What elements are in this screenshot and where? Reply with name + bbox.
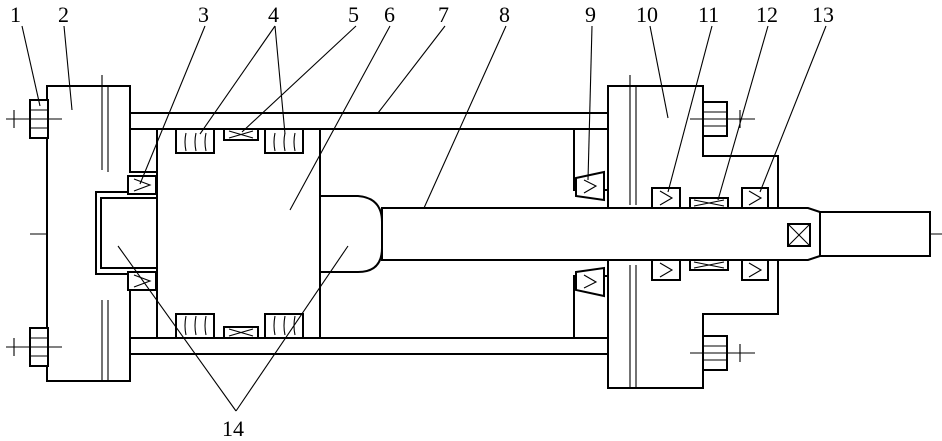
callout-8: 8 bbox=[499, 2, 510, 27]
front-cushion-seal-top bbox=[575, 170, 605, 202]
piston-seals-top bbox=[175, 128, 304, 154]
rod-seals-top bbox=[651, 187, 769, 209]
tie-bolt-bottom-left bbox=[6, 327, 62, 367]
leader-13 bbox=[759, 25, 827, 193]
front-end-cap bbox=[607, 75, 779, 389]
leader-3 bbox=[139, 25, 206, 185]
piston-seals-bottom bbox=[175, 313, 304, 339]
callout-6: 6 bbox=[384, 2, 395, 27]
tie-bolt-top-right bbox=[690, 101, 755, 137]
callout-1: 1 bbox=[10, 2, 21, 27]
front-cushion-seal-bottom bbox=[575, 266, 605, 298]
callout-labels: 1 2 3 4 5 6 7 8 9 10 11 12 13 14 bbox=[10, 2, 834, 441]
rod-seals-bottom bbox=[651, 259, 769, 281]
callout-11: 11 bbox=[698, 2, 719, 27]
rear-end-cap bbox=[46, 75, 159, 382]
leader-11 bbox=[667, 25, 713, 193]
callout-2: 2 bbox=[58, 2, 69, 27]
callout-9: 9 bbox=[585, 2, 596, 27]
callout-14: 14 bbox=[222, 416, 244, 441]
callout-4: 4 bbox=[268, 2, 279, 27]
leader-4a bbox=[199, 25, 276, 135]
callout-12: 12 bbox=[756, 2, 778, 27]
callout-13: 13 bbox=[812, 2, 834, 27]
front-cushion-sleeve bbox=[319, 195, 383, 273]
piston-rod bbox=[381, 207, 931, 261]
leader-9 bbox=[587, 25, 593, 181]
rear-cushion-seal-top bbox=[127, 175, 157, 195]
leader-6 bbox=[289, 25, 391, 211]
leader-1 bbox=[21, 25, 41, 107]
callout-5: 5 bbox=[348, 2, 359, 27]
leader-7 bbox=[377, 25, 446, 114]
piston bbox=[156, 128, 321, 339]
callout-3: 3 bbox=[198, 2, 209, 27]
leader-12 bbox=[717, 25, 769, 201]
leader-8 bbox=[423, 25, 507, 209]
leader-10 bbox=[649, 25, 669, 119]
rear-cushion-seal-bottom bbox=[127, 271, 157, 291]
leader-2 bbox=[63, 25, 73, 111]
callout-10: 10 bbox=[636, 2, 658, 27]
leader-4b bbox=[274, 25, 286, 135]
tie-bolt-bottom-right bbox=[690, 335, 755, 371]
leader-14b bbox=[235, 245, 349, 412]
rear-cushion-sleeve bbox=[95, 191, 159, 275]
callout-7: 7 bbox=[438, 2, 449, 27]
leader-lines bbox=[21, 25, 827, 412]
leader-5 bbox=[241, 25, 357, 133]
leader-14a bbox=[117, 245, 237, 412]
